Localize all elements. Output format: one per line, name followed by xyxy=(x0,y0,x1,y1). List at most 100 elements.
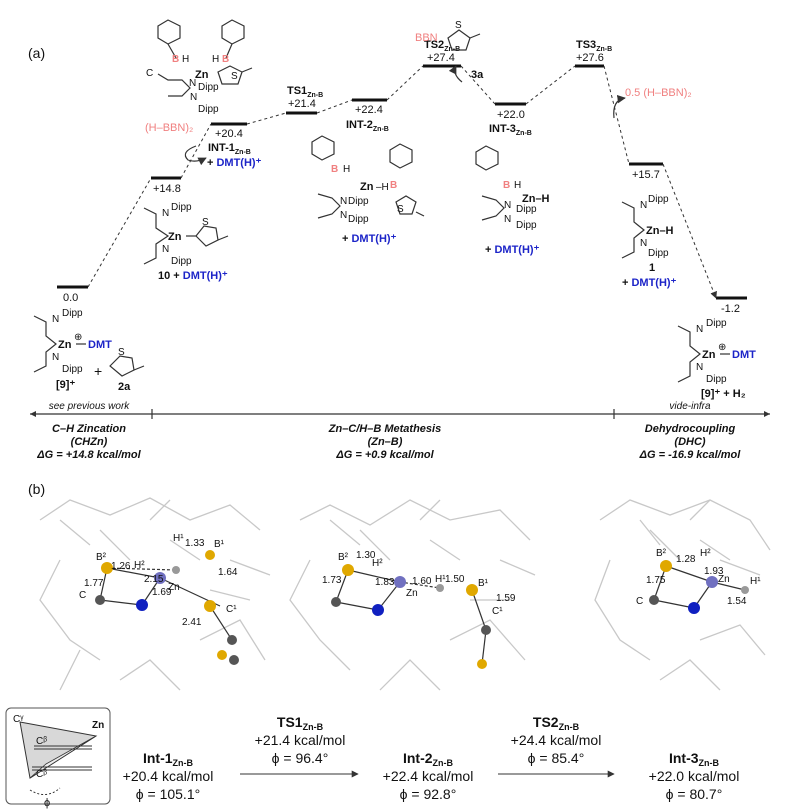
svg-text:H: H xyxy=(182,54,189,65)
section-2-title: Zn–C/H–B Metathesis xyxy=(328,423,441,435)
state-int2: Int-2Zn-B +22.4 kcal/mol ϕ = 92.8° xyxy=(383,750,474,802)
svg-text:N: N xyxy=(640,238,647,249)
section-1-title: C–H Zincation xyxy=(52,423,126,435)
int3-extra: + DMT(H)⁺ xyxy=(485,244,540,256)
svg-text:B²: B² xyxy=(656,548,667,559)
svg-text:Zn: Zn xyxy=(195,69,209,81)
svg-text:Dipp: Dipp xyxy=(516,204,537,215)
svg-text:H²: H² xyxy=(134,560,145,571)
energy-levels xyxy=(57,64,747,300)
svg-text:N: N xyxy=(52,314,59,325)
svg-text:1.93: 1.93 xyxy=(704,566,724,577)
energy-int2: +22.4 xyxy=(355,104,383,116)
svg-text:H¹: H¹ xyxy=(435,574,446,585)
svg-text:H: H xyxy=(514,180,521,191)
panel-b-label: (b) xyxy=(28,481,45,497)
svg-text:N: N xyxy=(189,78,196,89)
pathway-connectors xyxy=(87,65,717,299)
svg-text:Int-2Zn-B: Int-2Zn-B xyxy=(403,750,454,768)
section-2-abbr: (Zn–B) xyxy=(368,436,403,448)
svg-text:H¹: H¹ xyxy=(173,533,184,544)
compound-10-label: 10 + DMT(H)⁺ xyxy=(158,270,228,282)
compound-1-label: 1 xyxy=(649,262,655,274)
svg-text:Zn–H: Zn–H xyxy=(646,225,674,237)
name-int1: INT-1Zn-B xyxy=(208,142,251,156)
svg-text:Zn–H: Zn–H xyxy=(522,193,550,205)
svg-text:Cᵞ: Cᵞ xyxy=(13,714,24,725)
svg-text:DMT: DMT xyxy=(88,339,112,351)
hbbn2-right-arrow xyxy=(613,95,626,119)
svg-text:H¹: H¹ xyxy=(750,576,761,587)
int2-extra: + DMT(H)⁺ xyxy=(342,233,397,245)
svg-text:C: C xyxy=(146,68,153,79)
svg-text:H²: H² xyxy=(372,558,383,569)
energy-int1: +20.4 xyxy=(215,128,243,140)
svg-text:N: N xyxy=(696,362,703,373)
svg-text:N: N xyxy=(340,210,347,221)
name-int2: INT-2Zn-B xyxy=(346,119,389,133)
state-int3: Int-3Zn-B +22.0 kcal/mol ϕ = 80.7° xyxy=(649,750,740,802)
svg-text:Zn: Zn xyxy=(360,181,374,193)
svg-text:B²: B² xyxy=(338,552,349,563)
energy-int0: +14.8 xyxy=(153,183,181,195)
svg-text:1.64: 1.64 xyxy=(218,567,238,578)
svg-text:Dipp: Dipp xyxy=(648,194,669,205)
dft-structure-1: B² H² H¹ B¹ C Zn C¹ 1.26 2.15 1.33 1.77 … xyxy=(39,497,271,691)
compound-1-extra: + DMT(H)⁺ xyxy=(622,277,677,289)
svg-text:N: N xyxy=(162,244,169,255)
svg-text:Dipp: Dipp xyxy=(348,196,369,207)
section-3-title: Dehydrocoupling xyxy=(645,423,736,435)
state-ts2: TS2Zn-B +24.4 kcal/mol ϕ = 85.4° xyxy=(511,714,602,766)
svg-text:N: N xyxy=(190,92,197,103)
section-1-abbr: (CHZn) xyxy=(71,436,108,448)
energy-p1: +15.7 xyxy=(632,169,660,181)
label-2a: 2a xyxy=(118,381,131,393)
name-int3: INT-3Zn-B xyxy=(489,123,532,137)
svg-text:B¹: B¹ xyxy=(478,578,489,589)
section-3-dg: ΔG = -16.9 kcal/mol xyxy=(639,449,742,461)
svg-text:S: S xyxy=(231,71,238,82)
svg-text:TS2Zn-B: TS2Zn-B xyxy=(533,714,580,732)
svg-text:N: N xyxy=(162,208,169,219)
hbbn2-right: 0.5 (H–BBN)₂ xyxy=(625,87,692,99)
svg-text:+24.4 kcal/mol: +24.4 kcal/mol xyxy=(511,732,602,748)
section-3-note: vide-infra xyxy=(669,401,711,412)
svg-text:Int-1Zn-B: Int-1Zn-B xyxy=(143,750,194,768)
svg-text:1.73: 1.73 xyxy=(322,575,342,586)
svg-text:Zn: Zn xyxy=(702,349,716,361)
svg-text:C¹: C¹ xyxy=(226,604,237,615)
state-int1: Int-1Zn-B +20.4 kcal/mol ϕ = 105.1° xyxy=(123,750,214,802)
int2-structure: B H Zn –H B S N N Dipp Dipp xyxy=(311,135,425,225)
svg-text:B: B xyxy=(503,180,510,191)
svg-text:N: N xyxy=(504,214,511,225)
svg-text:ϕ = 85.4°: ϕ = 85.4° xyxy=(528,750,585,766)
energy-int3: +22.0 xyxy=(497,109,525,121)
svg-text:ϕ = 105.1°: ϕ = 105.1° xyxy=(136,786,200,802)
svg-text:B¹: B¹ xyxy=(214,539,225,550)
thiophene-3a: S xyxy=(447,20,481,51)
compound-10-structure: N N Dipp Dipp Zn S xyxy=(143,202,229,267)
svg-text:N: N xyxy=(640,200,647,211)
int3-structure: B H Zn–H N N Dipp Dipp xyxy=(475,145,550,231)
svg-text:N: N xyxy=(696,324,703,335)
svg-text:Cᵝ: Cᵝ xyxy=(36,736,47,747)
extra-int1: + DMT(H)⁺ xyxy=(207,157,262,169)
start-plus: + xyxy=(94,363,102,379)
energy-ts3: +27.6 xyxy=(576,52,604,64)
hbbn2-left: (H–BBN)₂ xyxy=(145,122,193,134)
svg-text:1.75: 1.75 xyxy=(646,575,666,586)
svg-text:1.50: 1.50 xyxy=(445,574,465,585)
svg-text:Cᵝ: Cᵝ xyxy=(36,769,47,780)
svg-text:TS1Zn-B: TS1Zn-B xyxy=(277,714,324,732)
svg-text:Zn: Zn xyxy=(718,574,730,585)
svg-text:Dipp: Dipp xyxy=(648,248,669,259)
svg-text:S: S xyxy=(455,20,462,31)
svg-text:⊕: ⊕ xyxy=(718,342,726,353)
section-1-dg: ΔG = +14.8 kcal/mol xyxy=(36,449,141,461)
svg-text:B: B xyxy=(390,180,397,191)
section-bar xyxy=(30,409,770,419)
svg-text:N: N xyxy=(504,200,511,211)
svg-text:1.26: 1.26 xyxy=(111,561,131,572)
svg-text:Zn: Zn xyxy=(58,339,72,351)
